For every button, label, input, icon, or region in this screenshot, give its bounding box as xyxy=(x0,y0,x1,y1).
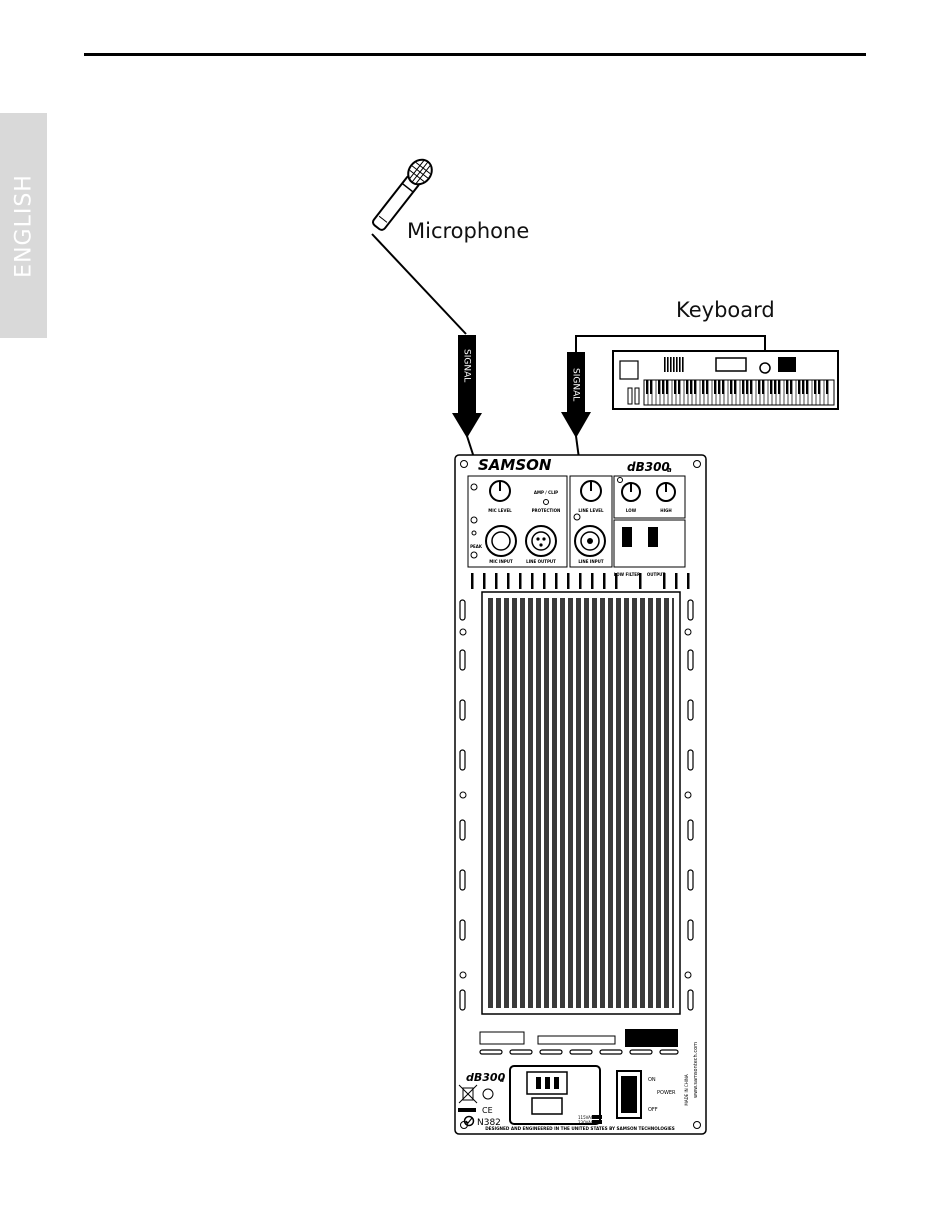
brand-logo: SAMSON xyxy=(478,456,552,474)
voltage-115-label: 115VAC xyxy=(578,1115,594,1120)
mic-level-label: MIC LEVEL xyxy=(488,508,512,513)
peak-label: PEAK xyxy=(470,544,483,549)
made-in-label: MADE IN CHINA xyxy=(684,1074,689,1105)
line-level-label: LINE LEVEL xyxy=(578,508,604,513)
mic-input-label: MIC INPUT xyxy=(489,559,513,564)
model-code: N382 xyxy=(477,1118,501,1128)
top-rule xyxy=(84,53,866,56)
footer-text: DESIGNED AND ENGINEERED IN THE UNITED ST… xyxy=(485,1126,675,1131)
signal-arrow-keyboard: SIGNAL xyxy=(561,352,591,438)
line-output-label: LINE OUTPUT xyxy=(526,559,556,564)
signal-label-keyboard: SIGNAL xyxy=(571,368,581,401)
output-label: OUTPUT xyxy=(647,572,666,577)
low-filter-label: LOW FILTER xyxy=(614,572,640,577)
voltage-230-label: 230VAC xyxy=(578,1120,594,1125)
keyboard-cable xyxy=(575,335,766,353)
low-label: LOW xyxy=(626,508,637,513)
language-tab: ENGLISH xyxy=(0,113,47,338)
keyboard-icon xyxy=(612,350,839,410)
microphone-icon xyxy=(371,158,467,335)
c-tick-icon xyxy=(463,1115,475,1127)
high-label: HIGH xyxy=(660,508,671,513)
power-off-label: OFF xyxy=(648,1107,658,1113)
model-suffix: a xyxy=(667,466,672,474)
protection-label: PROTECTION xyxy=(532,508,561,513)
power-on-label: ON xyxy=(648,1077,656,1083)
line-input-label: LINE INPUT xyxy=(578,559,604,564)
amp-clip-label: AMP / CLIP xyxy=(534,490,558,495)
model-logo-bottom: dB300 xyxy=(466,1071,506,1084)
weee-bin-icon xyxy=(458,1084,478,1104)
signal-arrow-mic: SIGNAL xyxy=(452,335,482,438)
compliance-mark-icon xyxy=(482,1088,494,1100)
microphone-label: Microphone xyxy=(407,219,530,243)
keyboard-label: Keyboard xyxy=(676,298,775,322)
model-logo: dB300 xyxy=(627,460,670,474)
ce-mark: CE xyxy=(482,1106,493,1115)
signal-label-mic: SIGNAL xyxy=(462,349,472,382)
website-label: www.samsontech.com xyxy=(693,1042,699,1098)
rear-panel: SAMSON dB300 a xyxy=(454,454,707,1135)
model-suffix-bottom: a xyxy=(500,1077,504,1084)
power-label: POWER xyxy=(657,1090,676,1096)
